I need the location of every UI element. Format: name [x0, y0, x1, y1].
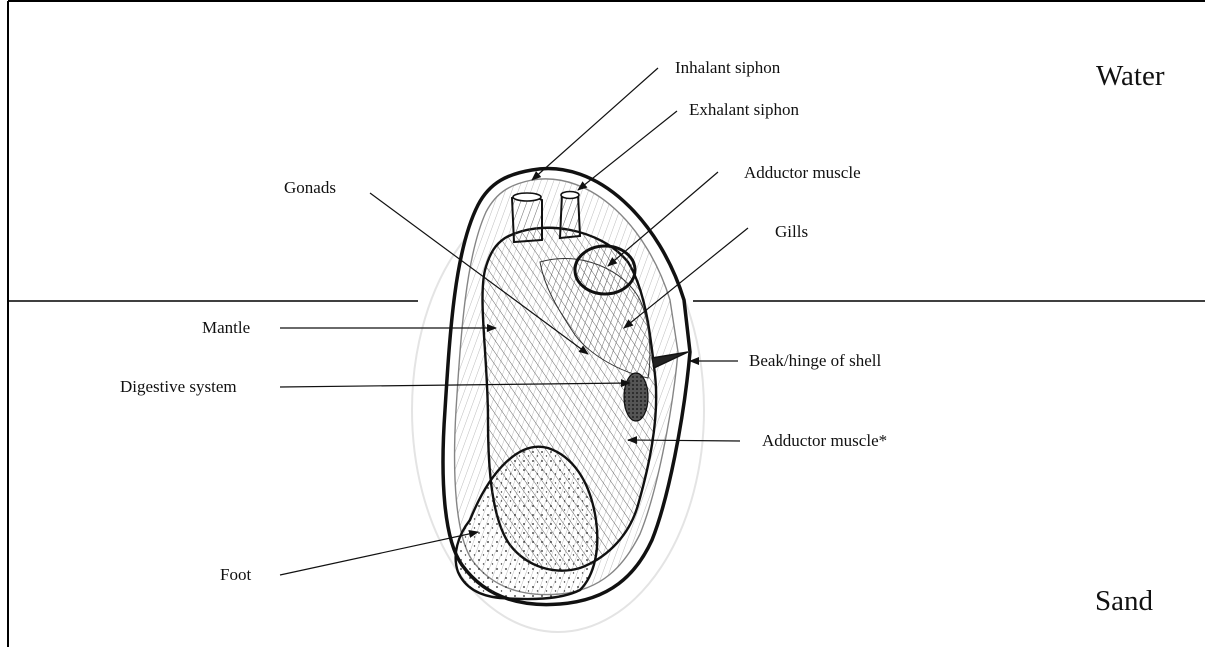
clam-illustration [443, 169, 690, 605]
digestive-mass [624, 373, 648, 421]
foot-label: Foot [220, 565, 251, 584]
sand-zone-label: Sand [1095, 585, 1154, 617]
gonads-label: Gonads [284, 178, 336, 197]
adductor-muscle-shape [575, 246, 635, 294]
gills-label: Gills [775, 222, 808, 241]
water-zone-label: Water [1096, 60, 1165, 92]
leader-exhalant-siphon [578, 111, 677, 190]
leader-inhalant-siphon [532, 68, 658, 180]
adductor-muscle-label: Adductor muscle [744, 163, 861, 182]
beak-hinge-label: Beak/hinge of shell [749, 351, 881, 370]
inhalant-siphon-label: Inhalant siphon [675, 58, 781, 77]
digestive-system-label: Digestive system [120, 377, 237, 396]
adductor-muscle-lower-label: Adductor muscle* [762, 431, 887, 450]
mantle-label: Mantle [202, 318, 250, 337]
leader-foot [280, 532, 478, 575]
exhalant-siphon-label: Exhalant siphon [689, 100, 800, 119]
